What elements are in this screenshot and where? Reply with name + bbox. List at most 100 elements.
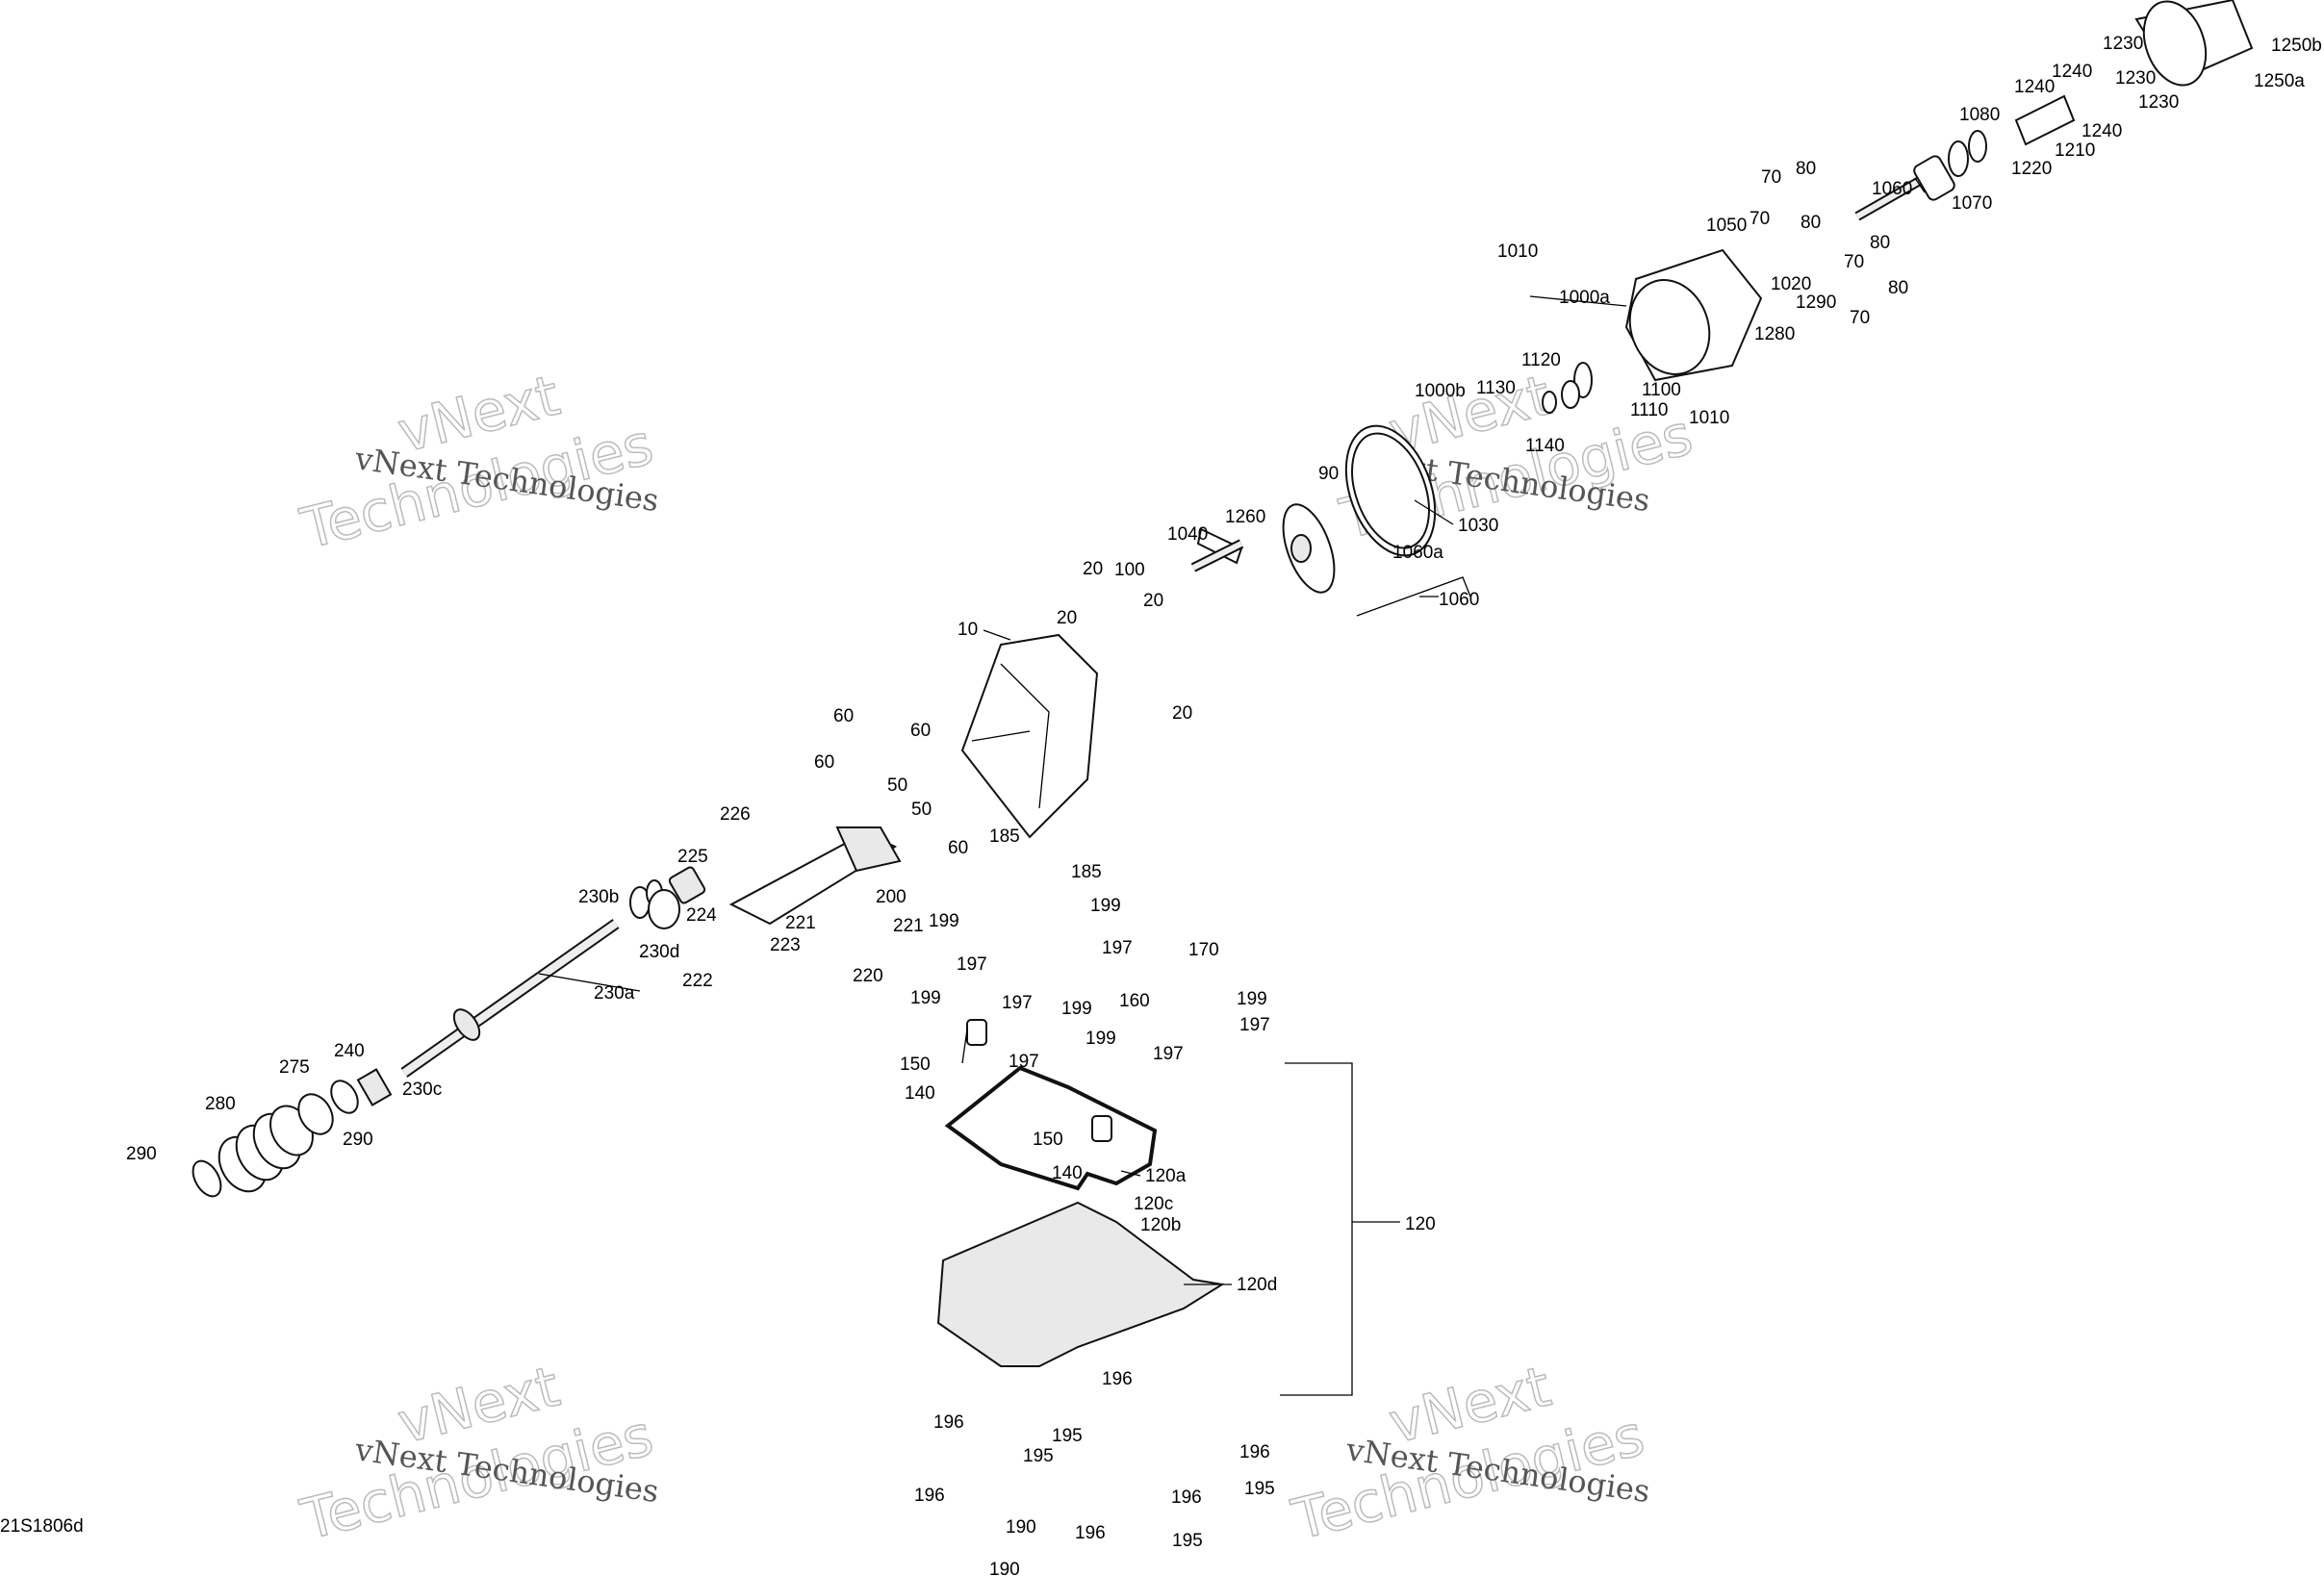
callout-195: 195 bbox=[1172, 1531, 1203, 1551]
callout-170: 170 bbox=[1188, 940, 1219, 960]
callout-1220: 1220 bbox=[2011, 159, 2052, 179]
callout-195: 195 bbox=[1244, 1479, 1275, 1499]
callout-1250b: 1250b bbox=[2271, 36, 2322, 56]
watermark-top-left: vNext Technologies vNext Technologies bbox=[294, 362, 661, 563]
callout-199: 199 bbox=[1085, 1029, 1116, 1049]
callout-1140: 1140 bbox=[1525, 436, 1565, 456]
callout-196: 196 bbox=[1075, 1523, 1106, 1543]
impeller-shaft bbox=[1854, 130, 1987, 221]
callout-60: 60 bbox=[833, 706, 854, 726]
callout-60: 60 bbox=[948, 838, 968, 858]
tube bbox=[1190, 539, 1244, 572]
callout-10: 10 bbox=[958, 620, 978, 640]
callout-197: 197 bbox=[1153, 1044, 1184, 1064]
callout-197: 197 bbox=[1009, 1052, 1039, 1072]
support-bracket bbox=[728, 826, 902, 926]
callout-221: 221 bbox=[785, 913, 816, 933]
callout-199: 199 bbox=[1237, 989, 1267, 1009]
callout-225: 225 bbox=[677, 847, 708, 867]
callout-120c: 120c bbox=[1134, 1194, 1173, 1214]
callout-1100: 1100 bbox=[1642, 380, 1681, 400]
callout-70: 70 bbox=[1844, 252, 1864, 272]
nozzle bbox=[2134, 0, 2254, 87]
ride-plate bbox=[936, 1201, 1225, 1367]
callout-80: 80 bbox=[1888, 278, 1908, 298]
callout-140: 140 bbox=[905, 1083, 935, 1104]
callout-224: 224 bbox=[686, 905, 717, 926]
callout-1230: 1230 bbox=[2138, 92, 2179, 113]
gasket bbox=[944, 1065, 1158, 1191]
callout-290: 290 bbox=[126, 1144, 157, 1164]
watermark-bottom-left: vNext Technologies vNext Technologies bbox=[294, 1353, 661, 1554]
callout-1120: 1120 bbox=[1521, 350, 1561, 370]
callout-1000a: 1000a bbox=[1559, 288, 1610, 308]
callout-197: 197 bbox=[1239, 1015, 1270, 1035]
callout-150: 150 bbox=[900, 1055, 931, 1075]
callout-20: 20 bbox=[1083, 559, 1103, 579]
callout-199: 199 bbox=[1090, 896, 1121, 916]
callout-70: 70 bbox=[1850, 308, 1870, 328]
callout-20: 20 bbox=[1172, 703, 1192, 724]
callout-1040: 1040 bbox=[1167, 524, 1208, 545]
callout-200: 200 bbox=[876, 887, 907, 907]
callout-1240: 1240 bbox=[2081, 121, 2122, 141]
callout-222: 222 bbox=[682, 971, 713, 991]
callout-197: 197 bbox=[1102, 938, 1133, 958]
callout-1020: 1020 bbox=[1771, 274, 1811, 294]
callout-80: 80 bbox=[1800, 213, 1821, 233]
callout-185: 185 bbox=[1071, 862, 1102, 882]
callout-1240: 1240 bbox=[2014, 77, 2055, 97]
callout-1000b: 1000b bbox=[1415, 381, 1466, 401]
callout-60: 60 bbox=[814, 752, 834, 773]
callout-120d: 120d bbox=[1237, 1275, 1277, 1295]
callout-190: 190 bbox=[989, 1560, 1020, 1576]
callout-196: 196 bbox=[1171, 1487, 1202, 1508]
callout-280: 280 bbox=[205, 1094, 236, 1114]
callout-290: 290 bbox=[343, 1130, 373, 1150]
grommets bbox=[966, 1019, 1112, 1142]
callout-220: 220 bbox=[853, 966, 883, 986]
callout-275: 275 bbox=[279, 1057, 310, 1078]
callout-199: 199 bbox=[929, 911, 959, 931]
callout-199: 199 bbox=[1061, 999, 1092, 1019]
group-bracket-1060 bbox=[1356, 576, 1471, 617]
callout-1010: 1010 bbox=[1689, 408, 1729, 428]
callout-197: 197 bbox=[1002, 993, 1033, 1013]
callout-1240: 1240 bbox=[2052, 62, 2092, 82]
leader-lines bbox=[538, 177, 1926, 1285]
drawing-code: 21S1806d bbox=[0, 1516, 84, 1537]
callout-1010: 1010 bbox=[1497, 241, 1538, 262]
callout-70: 70 bbox=[1761, 167, 1781, 188]
callout-195: 195 bbox=[1052, 1426, 1083, 1446]
callout-120b: 120b bbox=[1140, 1215, 1181, 1235]
callout-196: 196 bbox=[914, 1486, 945, 1506]
callout-223: 223 bbox=[770, 935, 801, 955]
callout-50: 50 bbox=[887, 775, 907, 796]
callout-1230: 1230 bbox=[2103, 34, 2143, 54]
callout-20: 20 bbox=[1057, 608, 1077, 628]
callout-1060: 1060 bbox=[1872, 179, 1912, 199]
callout-1060a: 1060a bbox=[1392, 543, 1443, 563]
callout-230b: 230b bbox=[578, 887, 619, 907]
callout-120a: 120a bbox=[1145, 1166, 1187, 1186]
jet-pump-housing bbox=[960, 633, 1099, 839]
callout-80: 80 bbox=[1796, 159, 1816, 179]
cone bbox=[2014, 94, 2076, 146]
callout-1230: 1230 bbox=[2115, 68, 2156, 89]
seals bbox=[1542, 362, 1593, 414]
callout-226: 226 bbox=[720, 804, 751, 825]
group-bracket-120 bbox=[1280, 1062, 1400, 1396]
callout-90: 90 bbox=[1318, 464, 1339, 484]
callout-1030: 1030 bbox=[1458, 516, 1498, 536]
callout-140: 140 bbox=[1052, 1163, 1083, 1183]
callout-1110: 1110 bbox=[1630, 400, 1668, 420]
callout-60: 60 bbox=[910, 721, 931, 741]
watermark-bottom-mid: vNext Technologies vNext Technologies bbox=[1285, 1353, 1652, 1554]
callout-195: 195 bbox=[1023, 1446, 1054, 1466]
callout-221: 221 bbox=[893, 916, 924, 936]
callout-230d: 230d bbox=[639, 942, 679, 962]
callout-1290: 1290 bbox=[1796, 292, 1836, 313]
callout-labels: 10 20 20 20 20 50 50 60 60 60 60 70 70 7… bbox=[126, 34, 2322, 1576]
callout-190: 190 bbox=[1006, 1517, 1036, 1538]
callout-1070: 1070 bbox=[1952, 193, 1992, 214]
